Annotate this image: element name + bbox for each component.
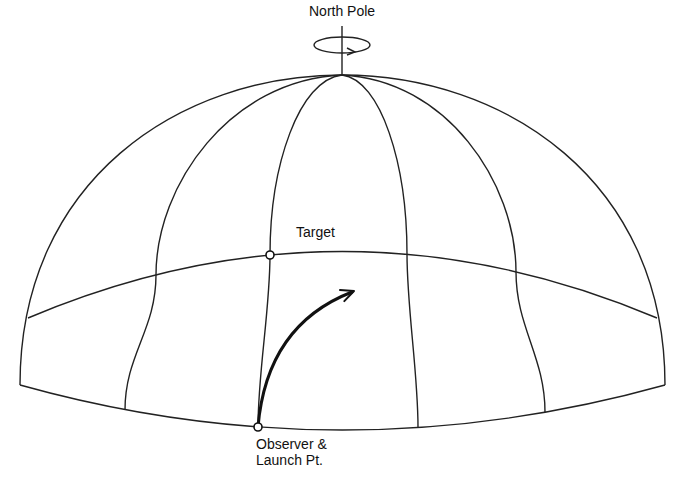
launch-dot: [254, 423, 262, 431]
pole-axis: [341, 26, 342, 75]
meridian-line: [342, 75, 418, 427]
pole-label: North Pole: [309, 3, 375, 19]
rotation-ellipse: [314, 37, 370, 53]
trajectory-arrow: [258, 292, 352, 427]
dome-outline: [20, 75, 665, 385]
target-dot: [266, 251, 274, 259]
meridian-line: [342, 75, 545, 412]
base-rim: [20, 385, 665, 430]
meridian-line: [125, 75, 342, 410]
trajectory-arrowhead: [340, 290, 354, 301]
rotation-arrowhead: [347, 48, 355, 55]
latitude-line: [28, 252, 657, 319]
launch-label: Observer & Launch Pt.: [256, 436, 338, 468]
target-label: Target: [296, 224, 335, 240]
